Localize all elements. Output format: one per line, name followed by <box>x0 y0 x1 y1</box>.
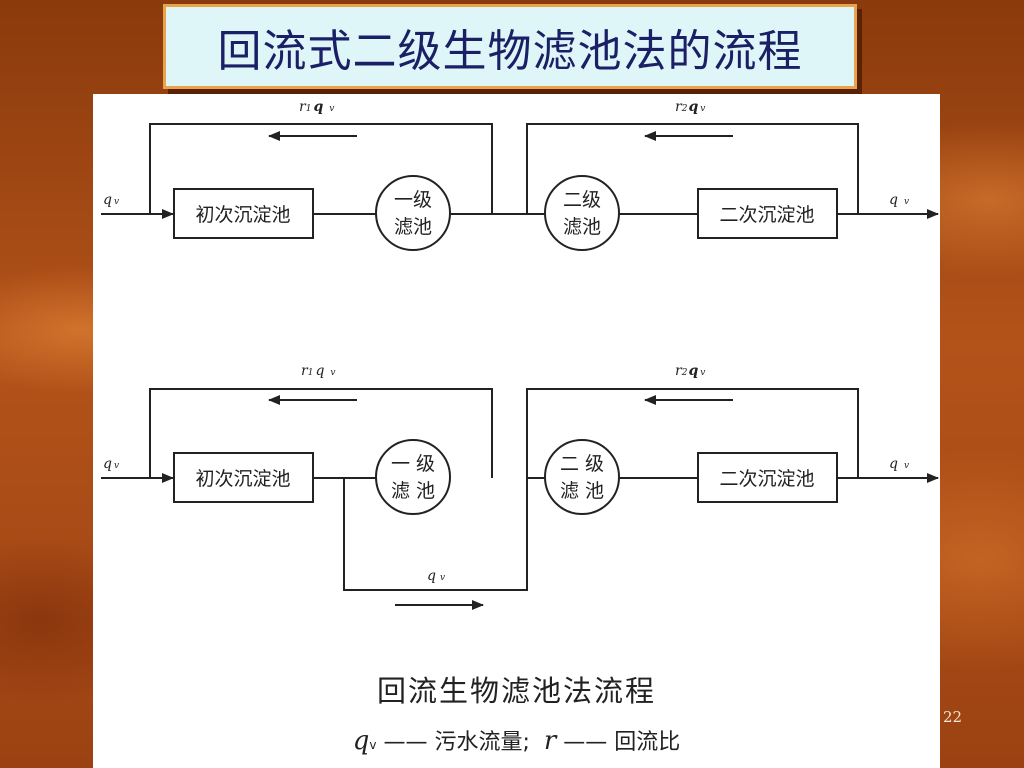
slide-title: 回流式二级生物滤池法的流程 <box>217 25 803 77</box>
bottom-secondary-settling-box <box>697 452 838 503</box>
bottom-primary-settling-box <box>173 452 314 503</box>
legend-q-text: —— 污水流量; <box>383 730 530 755</box>
top-filter1-circle <box>375 175 451 251</box>
legend-r-symbol: r <box>543 726 557 756</box>
bottom-recycle-loop-2 <box>526 388 859 479</box>
bottom-filter1-label-line1: 一 级 <box>391 453 435 475</box>
slide-title-box: 回流式二级生物滤池法的流程 <box>163 4 857 89</box>
diagram-legend: qv —— 污水流量; r —— 回流比 <box>93 724 940 756</box>
bottom-filter2-label-line2: 滤 池 <box>560 480 604 502</box>
bottom-secondary-settling-label: 二次沉淀池 <box>719 468 814 490</box>
top-filter1-label-line1: 一级 <box>394 189 432 211</box>
top-filter2-label-line2: 滤池 <box>563 216 601 238</box>
diagram-caption: 回流生物滤池法流程 <box>376 674 656 708</box>
bottom-filter1-circle <box>375 439 451 515</box>
legend-q-subscript: v <box>369 738 377 752</box>
bottom-filter2-label-line1: 二 级 <box>560 453 604 475</box>
top-recycle-loop-2 <box>526 123 859 214</box>
top-secondary-settling-label: 二次沉淀池 <box>719 204 814 226</box>
bottom-filter2-circle <box>544 439 620 515</box>
legend-r-text: —— 回流比 <box>563 730 681 755</box>
top-recycle-loop-1 <box>149 123 493 214</box>
slide-page-number: 22 <box>943 708 963 726</box>
top-filter1-label-line2: 滤池 <box>394 216 432 238</box>
legend-q-symbol: q <box>352 726 370 756</box>
top-primary-settling-label: 初次沉淀池 <box>195 204 290 226</box>
bottom-filter1-label-line2: 滤 池 <box>391 480 435 502</box>
bottom-recycle-loop-1 <box>149 388 493 478</box>
top-secondary-settling-box <box>697 188 838 239</box>
top-filter2-label-line1: 二级 <box>563 189 601 211</box>
bottom-primary-settling-label: 初次沉淀池 <box>195 468 290 490</box>
top-filter2-circle <box>544 175 620 251</box>
bottom-bypass-line <box>343 478 528 591</box>
